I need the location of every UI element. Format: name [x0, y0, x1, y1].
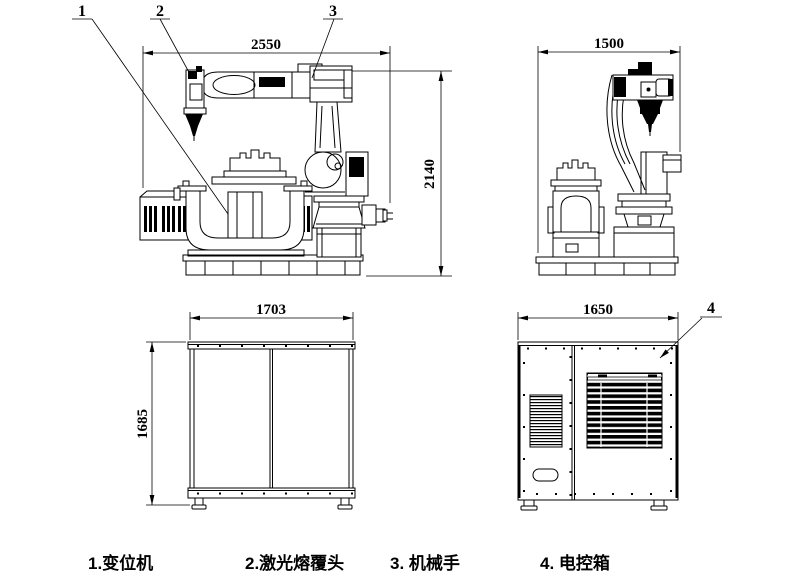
dim-2550: 2550	[251, 37, 281, 53]
positioner-front	[139, 149, 313, 257]
upper-arm	[201, 71, 311, 99]
dimension-height-cabinet: 1685	[135, 341, 190, 506]
dim-1685: 1685	[135, 409, 151, 439]
dimension-width-side: 1500	[537, 36, 681, 253]
callout-1-number: 1	[78, 3, 86, 20]
cabinet-body	[189, 348, 354, 489]
positioner-column	[227, 191, 263, 239]
callout-4-number: 4	[707, 300, 715, 317]
elbow-housing	[309, 65, 353, 103]
positioner-side	[547, 159, 605, 258]
dimension-width-cabinet: 1703	[189, 302, 354, 340]
dim-2140: 2140	[422, 159, 438, 189]
control-box-view: 1650 4	[517, 300, 722, 511]
dimension-width-control-box: 1650	[517, 302, 679, 340]
callout-1: 1	[72, 3, 229, 215]
dress-pack	[361, 204, 393, 226]
callout-3-number: 3	[329, 3, 337, 20]
robot-arm-side	[606, 62, 682, 258]
dim-1650: 1650	[583, 302, 613, 318]
chuck-side	[556, 159, 596, 181]
door-handle	[532, 468, 559, 482]
platform-front	[182, 254, 364, 276]
front-view: 2550 2140 1 2 3	[72, 3, 452, 277]
callout-4: 4	[659, 300, 722, 359]
callout-3: 3	[311, 3, 343, 79]
dimension-height-front: 2140	[352, 70, 452, 277]
louver-grille-right	[586, 372, 663, 449]
cabinet-view: 1703 1685	[135, 302, 356, 510]
vent-grille-left	[529, 394, 563, 448]
dim-1500: 1500	[594, 36, 624, 52]
laser-head-side	[637, 100, 663, 136]
robot-arm-front	[183, 63, 393, 258]
chuck-front	[229, 149, 281, 172]
callout-2: 2	[150, 3, 192, 77]
platform-side	[535, 256, 679, 276]
callout-2-number: 2	[156, 3, 164, 20]
side-view: 1500	[535, 36, 682, 276]
brand-label	[259, 77, 285, 87]
laser-cladding-head	[185, 114, 203, 141]
dim-1703: 1703	[256, 302, 286, 318]
dimension-width-front: 2550	[142, 37, 391, 203]
